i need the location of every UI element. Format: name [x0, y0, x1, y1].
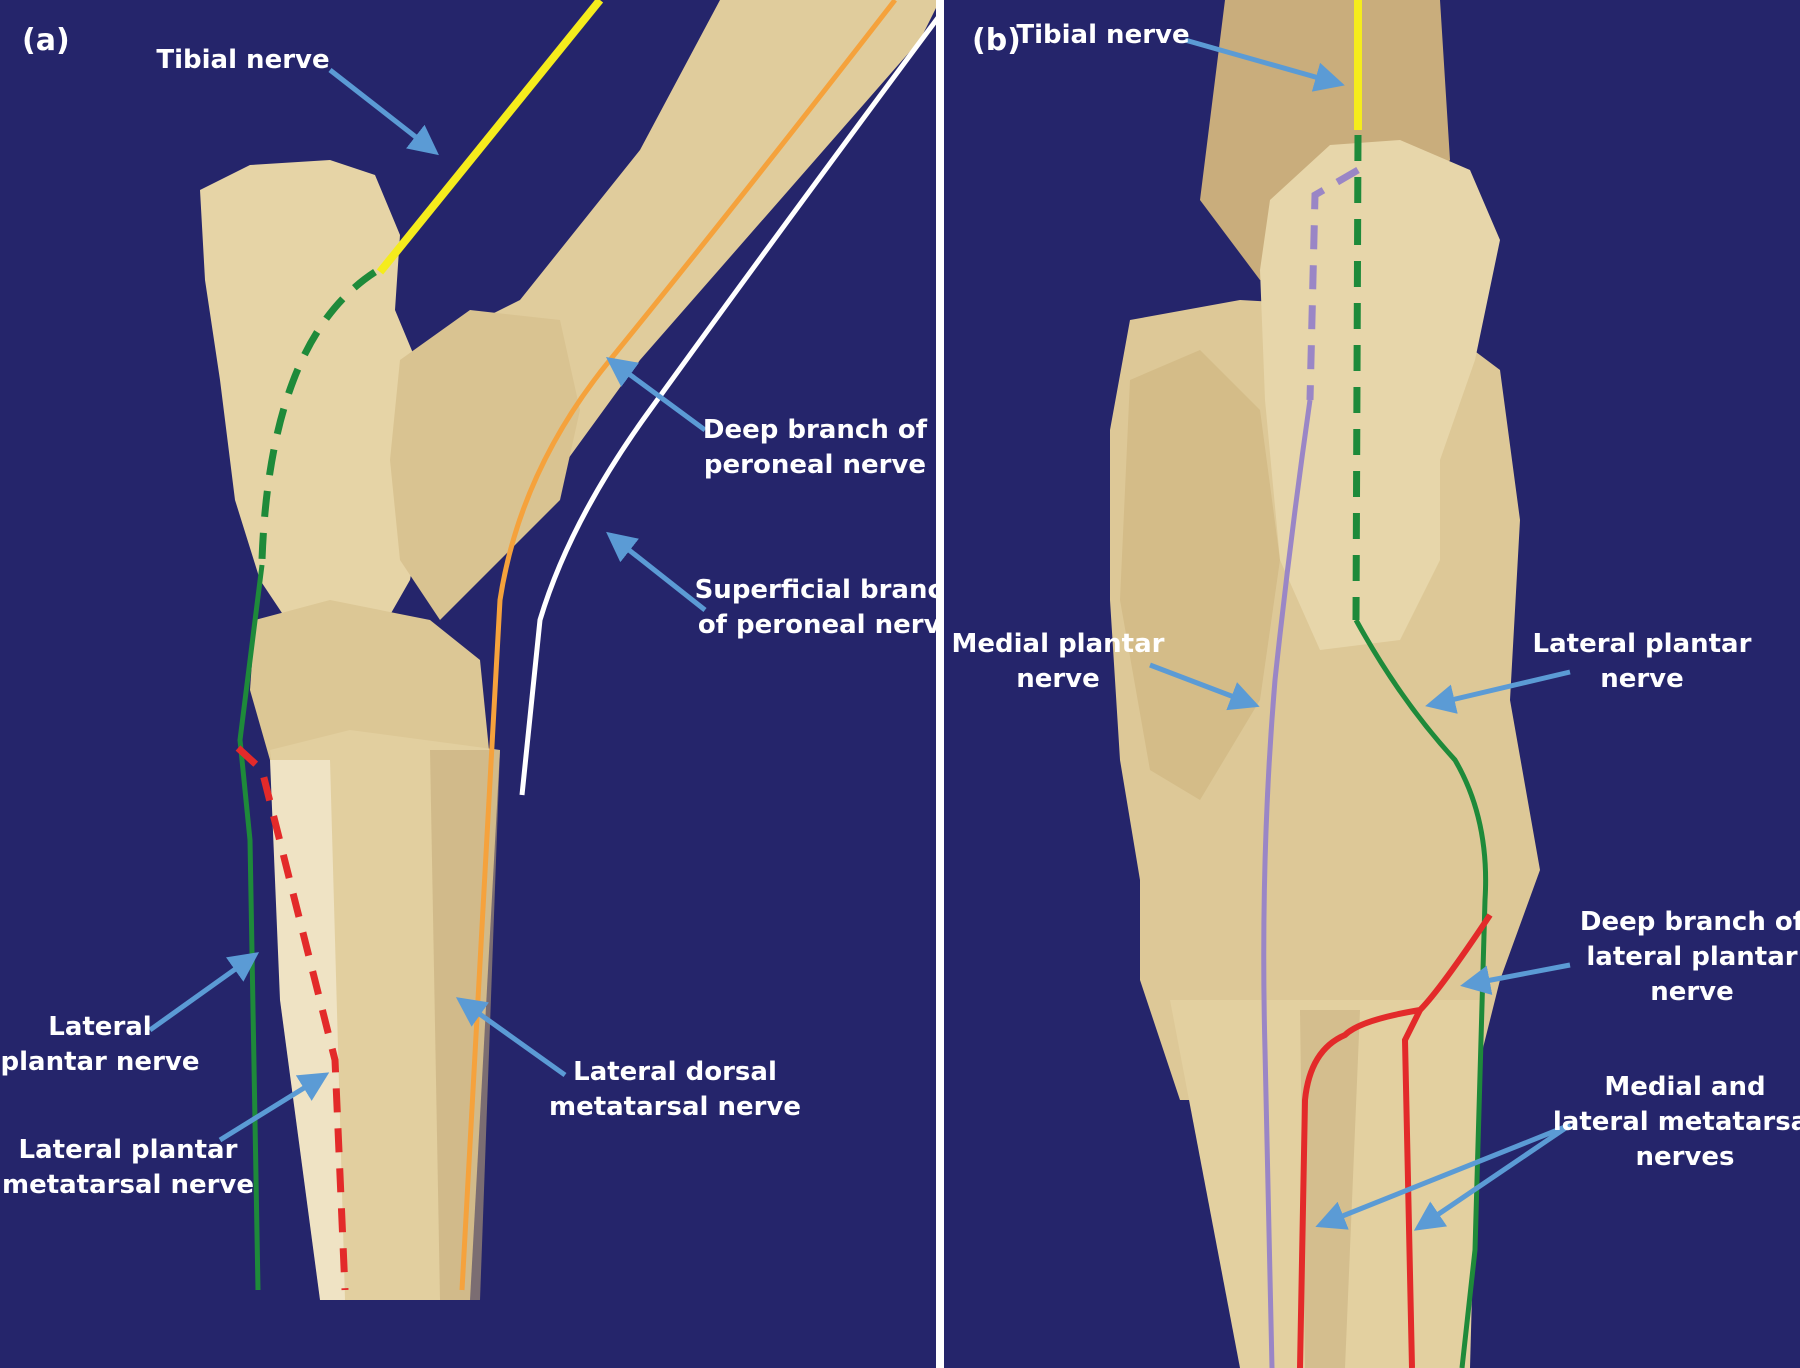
arrow-lateral-plantar-metatarsal: [218, 1072, 330, 1143]
arrow-lateral-dorsal-metatarsal: [455, 997, 567, 1078]
panel-b-labels: (b) Tibial nerve Medial plantar nerve La…: [952, 20, 1800, 1172]
label-lateral-plantar-a-line2: plantar nerve: [1, 1047, 200, 1077]
label-superficial-peroneal-line2: of peroneal nerve: [698, 610, 958, 640]
arrow-superficial-peroneal: [606, 531, 707, 612]
label-lateral-plantar-a-line1: Lateral: [48, 1012, 151, 1042]
lateral-plantar-metatarsal-line: [235, 745, 349, 1291]
calcaneus-bone: [200, 160, 430, 650]
metatarsal-groove-b: [1300, 1010, 1360, 1368]
panel-b-label: (b): [972, 23, 1021, 58]
label-lateral-plantar-b-line1: Lateral plantar: [1533, 629, 1752, 659]
label-metatarsal-line2: lateral metatarsal: [1553, 1107, 1800, 1137]
label-deep-lateral-line1: Deep branch of: [1580, 907, 1800, 937]
label-lateral-dorsal-line1: Lateral dorsal: [573, 1057, 777, 1087]
label-tibial-nerve-a: Tibial nerve: [156, 45, 329, 75]
label-lp-metatarsal-line1: Lateral plantar: [19, 1135, 238, 1165]
label-lateral-plantar-b-line2: nerve: [1600, 664, 1684, 694]
superficial-peroneal-nerve-line: [519, 13, 943, 796]
arrow-metatarsal-lateral: [1413, 1122, 1572, 1231]
arrow-deep-lateral-plantar: [1460, 962, 1571, 996]
calcaneus-bone-b: [1260, 140, 1500, 650]
label-metatarsal-line1: Medial and: [1604, 1072, 1765, 1102]
metatarsal-highlight: [270, 760, 345, 1300]
arrow-tibial-nerve-a: [328, 68, 439, 156]
panel-b-arrows: [1149, 37, 1572, 1231]
metatarsal-bone-b: [1170, 1000, 1480, 1368]
deep-lateral-plantar-lateral-branch: [1401, 1008, 1423, 1368]
arrow-medial-plantar: [1149, 662, 1260, 711]
tibial-nerve-line-a: [376, 0, 604, 275]
panel-b-bones: [1110, 0, 1540, 1368]
label-lateral-dorsal-line2: metatarsal nerve: [549, 1092, 801, 1122]
label-medial-plantar-line1: Medial plantar: [952, 629, 1165, 659]
panel-b-nerves: [1261, 0, 1493, 1368]
lateral-plantar-nerve-line-b: [1353, 618, 1489, 1368]
label-medial-plantar-line2: nerve: [1016, 664, 1100, 694]
talus-bone: [390, 310, 580, 620]
arrow-lateral-plantar-a: [148, 952, 260, 1033]
panel-a-arrows: [148, 68, 707, 1143]
panel-divider: [936, 0, 944, 1368]
lateral-plantar-nerve-line-a: [237, 564, 265, 1291]
tibial-nerve-hidden-dashed: [258, 269, 377, 561]
label-lp-metatarsal-line2: metatarsal nerve: [2, 1170, 254, 1200]
panel-a-label: (a): [22, 23, 70, 58]
panel-a-nerves: [235, 0, 943, 1291]
label-deep-peroneal-line2: peroneal nerve: [704, 450, 926, 480]
label-metatarsal-line3: nerves: [1635, 1142, 1734, 1172]
label-deep-lateral-line2: lateral plantar: [1586, 942, 1797, 972]
label-deep-lateral-line3: nerve: [1650, 977, 1734, 1007]
deep-lateral-plantar-medial-branch: [1297, 913, 1493, 1368]
medial-plantar-nerve-line: [1261, 399, 1313, 1368]
arrow-tibial-nerve-b: [1184, 37, 1345, 92]
arrow-metatarsal-medial: [1315, 1122, 1571, 1230]
label-deep-peroneal-line1: Deep branch of: [703, 415, 928, 445]
medial-plantar-hidden-dashed: [1306, 166, 1360, 401]
arrow-lateral-plantar-b: [1425, 669, 1571, 714]
deep-peroneal-nerve-line: [459, 0, 897, 1291]
panel-b: (b) Tibial nerve Medial plantar nerve La…: [940, 0, 1800, 1368]
label-tibial-nerve-b: Tibial nerve: [1016, 20, 1189, 50]
arrow-deep-peroneal: [605, 357, 707, 433]
panel-a: (a) Tibial nerve Deep branch of peroneal…: [0, 0, 962, 1368]
label-superficial-peroneal-line1: Superficial branch: [695, 575, 962, 605]
panel-a-labels: (a) Tibial nerve Deep branch of peroneal…: [1, 23, 962, 1200]
